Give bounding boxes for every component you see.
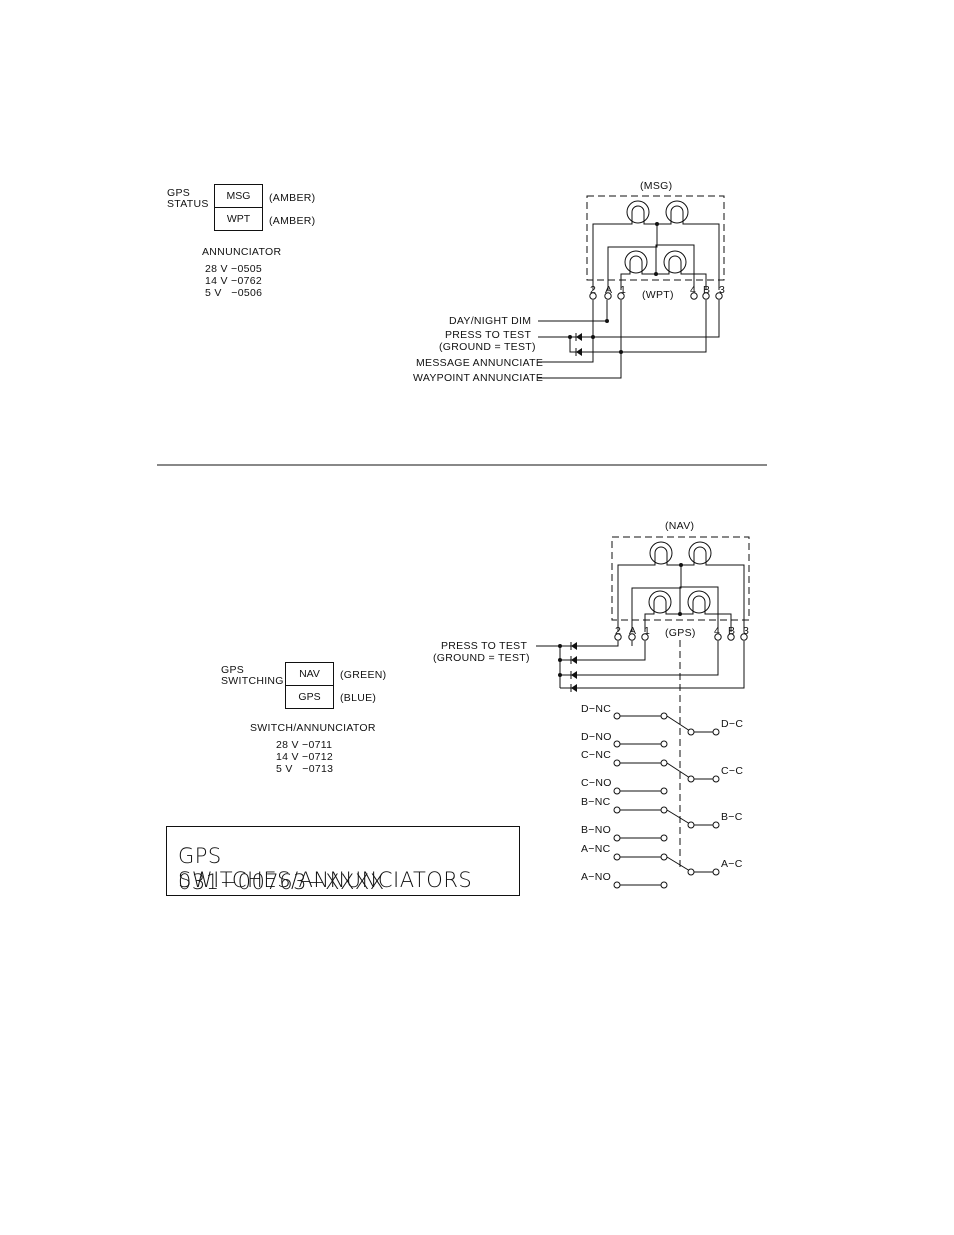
lamp-icon: [665, 200, 689, 224]
gps-inner-label: (GPS): [665, 627, 696, 639]
contact-label: C−C: [721, 765, 743, 777]
pin-label: 1: [620, 284, 626, 296]
gps-button[interactable]: GPS: [286, 685, 333, 708]
signal-label: WAYPOINT ANNUNCIATE: [413, 372, 543, 384]
diode-icon: [570, 642, 577, 650]
diode-icon: [570, 671, 577, 679]
status-switch-body[interactable]: MSG WPT: [214, 184, 263, 231]
contact-label: B−NC: [581, 796, 611, 808]
contact-label: D−NO: [581, 731, 612, 743]
switch-contacts: D−NC D−C D−NO C−NC C−C C−NO B−NC B−C B−N…: [581, 703, 743, 889]
pin-label: 2: [590, 284, 596, 296]
signal-label: DAY/NIGHT DIM: [449, 315, 531, 327]
diode-icon: [570, 684, 577, 692]
contact-label: A−NC: [581, 843, 611, 855]
switching-part-number: 28 V −0711: [276, 739, 333, 751]
signal-label: (GROUND = TEST): [433, 652, 530, 664]
switching-part-number: 14 V −0712: [276, 751, 334, 763]
contact-label: B−C: [721, 811, 743, 823]
pin-label: 3: [743, 625, 749, 637]
status-group-label-2: STATUS: [167, 198, 209, 210]
switching-part-number: 5 V −0713: [276, 763, 334, 775]
signal-label: MESSAGE ANNUNCIATE: [416, 357, 543, 369]
nav-housing-outline: [611, 536, 750, 621]
lamp-icon: [687, 590, 711, 614]
pin-terminals: [589, 292, 723, 300]
pin-label: A: [605, 284, 612, 296]
lamp-icon: [648, 590, 672, 614]
pin-label: 4: [714, 625, 720, 637]
switching-switch-body[interactable]: NAV GPS: [285, 662, 334, 709]
contact-label: B−NO: [581, 824, 611, 836]
pin-label: 1: [644, 625, 650, 637]
wpt-color-label: (AMBER): [269, 215, 316, 227]
contact-label: C−NC: [581, 749, 611, 761]
contact-label: A−NO: [581, 871, 611, 883]
msg-color-label: (AMBER): [269, 192, 316, 204]
wpt-button[interactable]: WPT: [215, 207, 262, 230]
pin-label: A: [629, 625, 636, 637]
pin-label: 2: [615, 625, 621, 637]
switching-group-label-2: SWITCHING: [221, 675, 284, 687]
lamp-icon: [649, 541, 673, 565]
schematic-nav: (NAV) 2 A 1 4 B 3: [433, 520, 750, 889]
nav-color-label: (GREEN): [340, 669, 387, 681]
contact-label: A−C: [721, 858, 743, 870]
signal-label: PRESS TO TEST: [441, 640, 527, 652]
pin-terminals: [614, 633, 748, 641]
msg-button[interactable]: MSG: [226, 190, 251, 202]
diode-icon: [575, 348, 582, 356]
lamp-icon: [663, 250, 687, 274]
switching-part-heading: SWITCH/ANNUNCIATOR: [250, 722, 376, 734]
status-group-label: GPS: [167, 187, 191, 199]
title-block: GPS SWITCHES/ANNUNCIATORS 031−00763−XXXX: [166, 826, 520, 896]
status-part-number: 14 V −0762: [205, 275, 263, 287]
gps-color-label: (BLUE): [340, 692, 377, 704]
switching-group-label: GPS: [221, 664, 245, 676]
msg-housing-outline: [586, 195, 725, 281]
nav-button[interactable]: NAV: [299, 668, 320, 680]
lamp-icon: [688, 541, 712, 565]
wpt-inner-label: (WPT): [642, 289, 674, 301]
contact-label: C−NO: [581, 777, 612, 789]
msg-top-label: (MSG): [640, 180, 672, 192]
status-part-number: 5 V −0506: [205, 287, 263, 299]
title-line-1: GPS SWITCHES/ANNUNCIATORS: [178, 844, 473, 892]
contact-label: D−NC: [581, 703, 611, 715]
status-part-heading: ANNUNCIATOR: [202, 246, 282, 258]
lamp-icon: [626, 200, 650, 224]
contact-label: D−C: [721, 718, 743, 730]
status-part-number: 28 V −0505: [205, 263, 263, 275]
title-line-2: 031−00763−XXXX: [178, 870, 385, 894]
schematic-msg: (MSG) 2 A 1: [413, 180, 725, 384]
pin-label: 3: [719, 284, 725, 296]
lamp-icon: [624, 250, 648, 274]
pin-label: B: [728, 625, 735, 637]
diode-icon: [570, 656, 577, 664]
pin-label: 4: [690, 284, 696, 296]
diode-icon: [575, 333, 582, 341]
signal-label: PRESS TO TEST: [445, 329, 531, 341]
pin-label: B: [703, 284, 710, 296]
signal-label: (GROUND = TEST): [439, 341, 536, 353]
nav-top-label: (NAV): [665, 520, 694, 532]
